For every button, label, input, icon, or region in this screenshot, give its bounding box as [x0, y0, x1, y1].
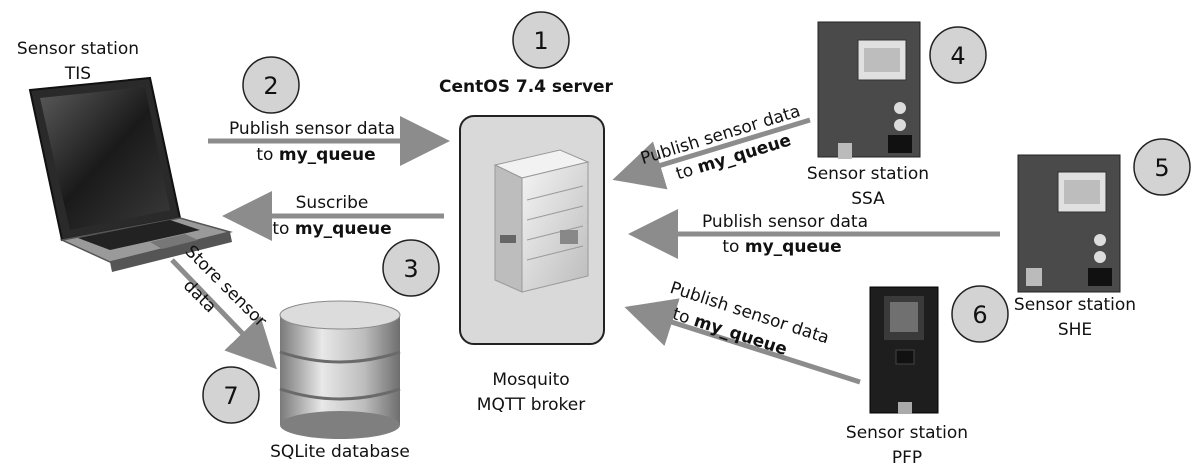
board-icon — [817, 21, 921, 159]
step-number: 1 — [533, 27, 548, 55]
board-icon — [1017, 154, 1121, 293]
station-pfp-line2: PFP — [892, 448, 922, 468]
step-badge-2: 2 — [242, 56, 300, 114]
broker-line2: MQTT broker — [477, 395, 585, 415]
arrow-store — [170, 258, 277, 370]
station-tis-line2: TIS — [64, 64, 91, 84]
step-number: 4 — [950, 42, 965, 70]
server-icon — [493, 149, 590, 293]
label-subscribe: Suscribe — [296, 193, 369, 213]
broker-line1: Mosquito — [492, 370, 569, 390]
laptop-icon — [28, 76, 233, 272]
step-number: 5 — [1154, 154, 1169, 182]
step-badge-3: 3 — [382, 239, 440, 297]
server-title: CentOS 7.4 server — [439, 77, 614, 97]
label-publish-she: Publish sensor data — [702, 212, 868, 232]
step-badge-7: 7 — [202, 366, 260, 424]
database-icon — [279, 300, 401, 439]
station-pfp-line1: Sensor station — [846, 423, 968, 443]
nodemcu-icon — [869, 286, 939, 414]
arrow-publish-ssa — [612, 117, 811, 190]
station-she-line2: SHE — [1058, 320, 1092, 340]
step-number: 3 — [403, 255, 418, 283]
label-to-queue-tis: to my_queue — [256, 145, 375, 165]
step-number: 2 — [263, 72, 278, 100]
step-badge-6: 6 — [951, 285, 1009, 343]
step-badge-5: 5 — [1133, 138, 1191, 196]
queue-name: my_queue — [279, 145, 376, 165]
arrow-publish-pfp — [624, 298, 861, 385]
label-to-queue-sub: to my_queue — [272, 219, 391, 239]
to-word: to — [722, 237, 744, 257]
label-to-queue-she: to my_queue — [722, 237, 841, 257]
label-group-pfp: Publish sensor data to my_queue — [667, 278, 831, 360]
database-label: SQLite database — [270, 442, 410, 462]
queue-name: my_queue — [745, 237, 842, 257]
label-publish-tis: Publish sensor data — [229, 119, 395, 139]
step-badge-1: 1 — [512, 11, 570, 69]
queue-name: my_queue — [295, 219, 392, 239]
step-number: 6 — [972, 301, 987, 329]
to-word: to — [272, 219, 294, 239]
step-badge-4: 4 — [929, 26, 987, 84]
station-she-line1: Sensor station — [1014, 295, 1136, 315]
station-tis-line1: Sensor station — [17, 39, 139, 59]
station-ssa-line2: SSA — [851, 189, 885, 209]
station-ssa-line1: Sensor station — [807, 164, 929, 184]
step-number: 7 — [223, 382, 238, 410]
to-word: to — [256, 145, 278, 165]
